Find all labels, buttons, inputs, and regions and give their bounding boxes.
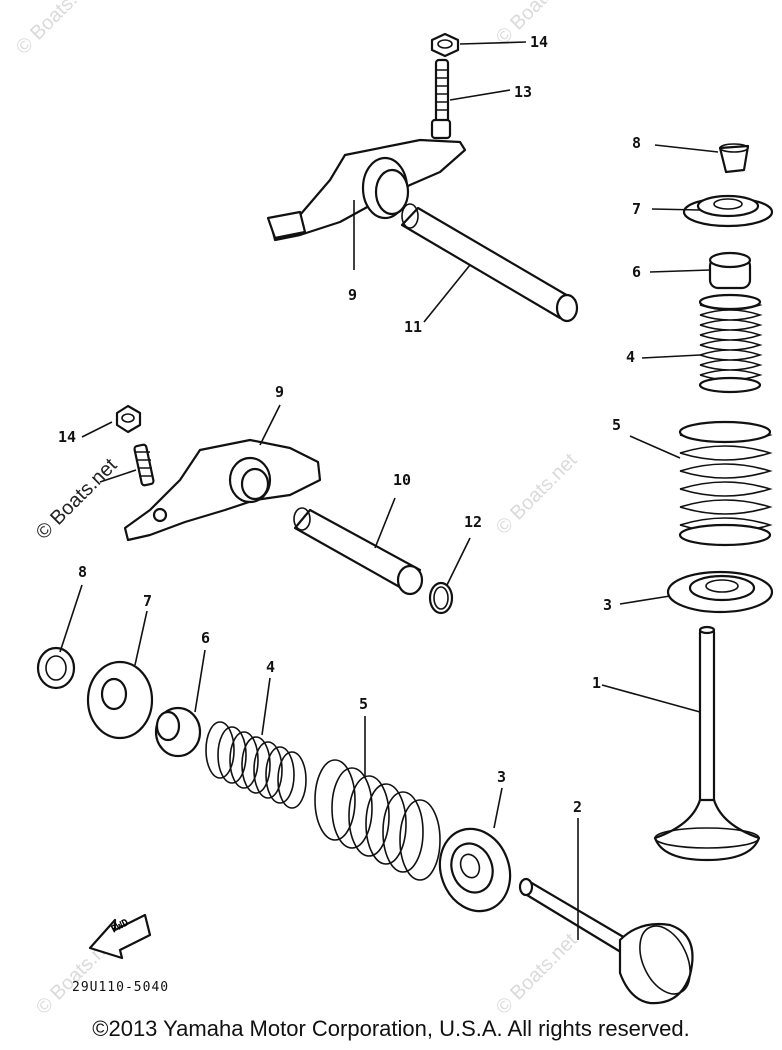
intake-valve-part-2: [518, 877, 694, 1005]
seal-part-6-right: [708, 251, 752, 290]
callout-8: 8: [632, 134, 642, 152]
retainer-part-7-lower: [86, 660, 154, 740]
callout-11: 11: [404, 318, 423, 336]
spring-seat-part-3-right: [666, 570, 774, 614]
callout-9: 9: [275, 383, 285, 401]
callout-7: 7: [632, 200, 642, 218]
callout-4: 4: [266, 658, 276, 676]
rocker-shaft-part-10: [293, 507, 424, 596]
o-ring-part-12: [428, 581, 454, 615]
valve-cotter-part-8-right: [718, 143, 750, 174]
adjuster-screw-part-13-upper: [430, 58, 452, 140]
callout-9: 9: [348, 286, 358, 304]
callout-4: 4: [626, 348, 636, 366]
outer-spring-part-5-right: [678, 420, 773, 547]
inner-spring-part-4-lower: [205, 721, 307, 809]
callout-5: 5: [612, 416, 622, 434]
diagram-code: 29U110-5040: [72, 980, 170, 995]
callout-6: 6: [632, 263, 642, 281]
callout-6: 6: [201, 629, 211, 647]
inner-spring-part-4-right: [698, 293, 763, 394]
callout-10: 10: [393, 471, 412, 489]
callout-12: 12: [464, 513, 483, 531]
nut-part-14-upper: [430, 32, 460, 58]
callout-3: 3: [497, 768, 507, 786]
callout-5: 5: [359, 695, 369, 713]
copyright-notice: ©2013 Yamaha Motor Corporation, U.S.A. A…: [92, 1016, 690, 1041]
callout-3: 3: [603, 596, 613, 614]
nut-part-14-lower: [115, 404, 142, 434]
spring-seat-part-3-lower: [438, 827, 512, 913]
callout-1: 1: [592, 674, 602, 692]
callout-14: 14: [58, 428, 77, 446]
outer-spring-part-5-lower: [314, 759, 441, 881]
exhaust-valve-part-1: [653, 625, 761, 862]
callout-13: 13: [514, 83, 533, 101]
callout-14: 14: [530, 33, 549, 51]
rocker-shaft-part-11: [400, 203, 579, 323]
seal-part-6-lower: [154, 706, 202, 758]
leader-lines: [59, 41, 719, 940]
adjuster-screw-part-13-lower: [133, 443, 155, 487]
callout-2: 2: [573, 798, 583, 816]
fwd-arrow-icon: [88, 913, 152, 960]
rocker-arm-part-9-lower: [123, 438, 322, 542]
callout-7: 7: [143, 592, 153, 610]
rocker-arm-part-9-upper: [266, 138, 467, 242]
callout-8: 8: [78, 563, 88, 581]
retainer-part-7-right: [682, 194, 774, 228]
valve-cotter-part-8-lower: [36, 646, 76, 690]
